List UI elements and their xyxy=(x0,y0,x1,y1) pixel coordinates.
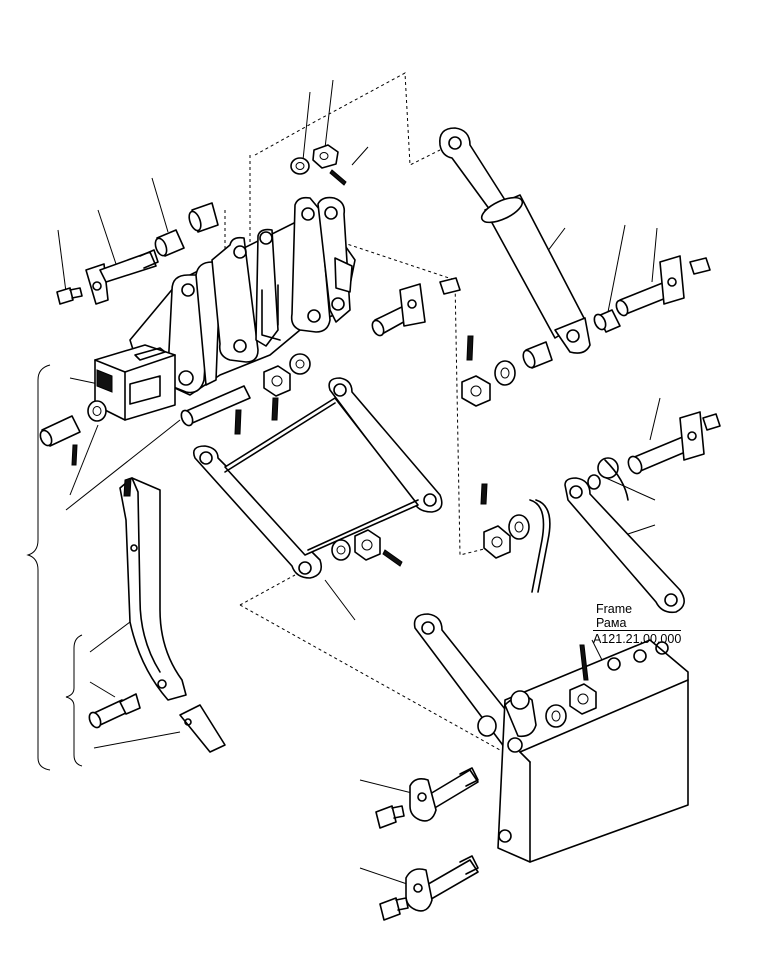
ripper-shank xyxy=(119,477,187,701)
parallel-linkage xyxy=(192,377,443,579)
upper-pin-center xyxy=(371,277,461,337)
bushings-left xyxy=(154,202,219,257)
shank-pin xyxy=(88,693,141,729)
linkage-fasteners xyxy=(331,529,403,567)
frame-label: Frame Рама A121.21.00.000 xyxy=(593,602,682,646)
long-pin-center xyxy=(180,353,311,435)
control-box xyxy=(94,344,176,421)
leader-lines xyxy=(57,79,661,886)
frame-part-number: A121.21.00.000 xyxy=(593,630,682,646)
lower-right-fasteners xyxy=(480,459,629,593)
group-braces xyxy=(26,364,83,771)
lower-pin-1 xyxy=(375,767,479,829)
mount-bracket-assembly xyxy=(129,196,356,396)
small-pin-left xyxy=(39,400,107,466)
link-bar-right xyxy=(564,477,685,614)
middle-right-group xyxy=(461,335,553,407)
frame-label-ru: Рама xyxy=(596,616,627,630)
upper-pin-left xyxy=(56,249,159,305)
frame-body xyxy=(497,639,689,863)
frame-fasteners xyxy=(477,683,597,737)
middle-pin-right xyxy=(587,411,721,490)
frame-label-en: Frame xyxy=(596,602,633,616)
shank-tip xyxy=(179,704,226,753)
lower-pin-2 xyxy=(379,855,479,921)
top-washer-nut xyxy=(290,144,347,186)
hydraulic-cylinder xyxy=(438,127,591,354)
upper-pin-right xyxy=(593,255,711,333)
assembly-dashed-lines xyxy=(224,72,501,751)
